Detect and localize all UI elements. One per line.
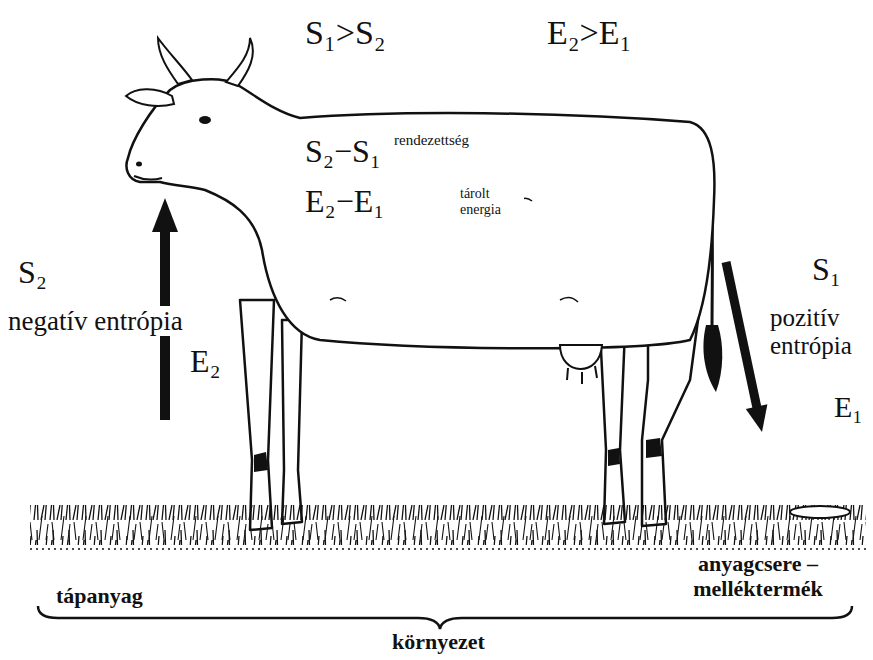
order-note: rendezettség bbox=[392, 132, 471, 149]
environment-label: környezet bbox=[390, 630, 487, 655]
input-entropy-symbol: S₂ bbox=[16, 255, 49, 291]
input-energy-symbol: E₂ bbox=[188, 344, 223, 380]
input-arrow-head bbox=[152, 198, 178, 232]
dung bbox=[790, 506, 850, 518]
cow-ear bbox=[126, 89, 174, 106]
cow-nostril bbox=[136, 162, 142, 167]
cow-mouth bbox=[134, 176, 162, 180]
nutrient-label: tápanyag bbox=[54, 584, 145, 609]
ground-line bbox=[30, 548, 866, 550]
environment-bracket bbox=[38, 606, 852, 629]
leg-shading bbox=[254, 438, 662, 472]
stored-energy-note: tárolt energia bbox=[458, 186, 524, 217]
order-formula: S₂−S₁ bbox=[303, 134, 383, 170]
cow-teats bbox=[567, 366, 597, 384]
energy-relation: E₂>E₁ bbox=[545, 14, 633, 52]
cow-udder bbox=[560, 345, 602, 369]
grass bbox=[30, 515, 866, 545]
output-arrow-head bbox=[746, 404, 768, 432]
output-energy-symbol: E₁ bbox=[832, 390, 865, 424]
tail-tuft bbox=[703, 325, 722, 392]
output-arrow bbox=[726, 262, 757, 408]
output-entropy-label: pozitív entrópia bbox=[768, 304, 868, 360]
cow-horn bbox=[226, 38, 253, 86]
entropy-relation: S₁>S₂ bbox=[303, 14, 388, 52]
cow-body bbox=[127, 79, 715, 348]
cow-horn bbox=[158, 38, 192, 84]
stored-energy-formula: E₂−E₁ bbox=[303, 184, 386, 220]
byproduct-label: anyagcsere – melléktermék bbox=[656, 552, 860, 601]
cow-eye bbox=[199, 116, 211, 124]
input-entropy-label: negatív entrópia bbox=[6, 306, 185, 336]
output-entropy-symbol: S₁ bbox=[810, 252, 843, 288]
grass bbox=[30, 505, 866, 545]
